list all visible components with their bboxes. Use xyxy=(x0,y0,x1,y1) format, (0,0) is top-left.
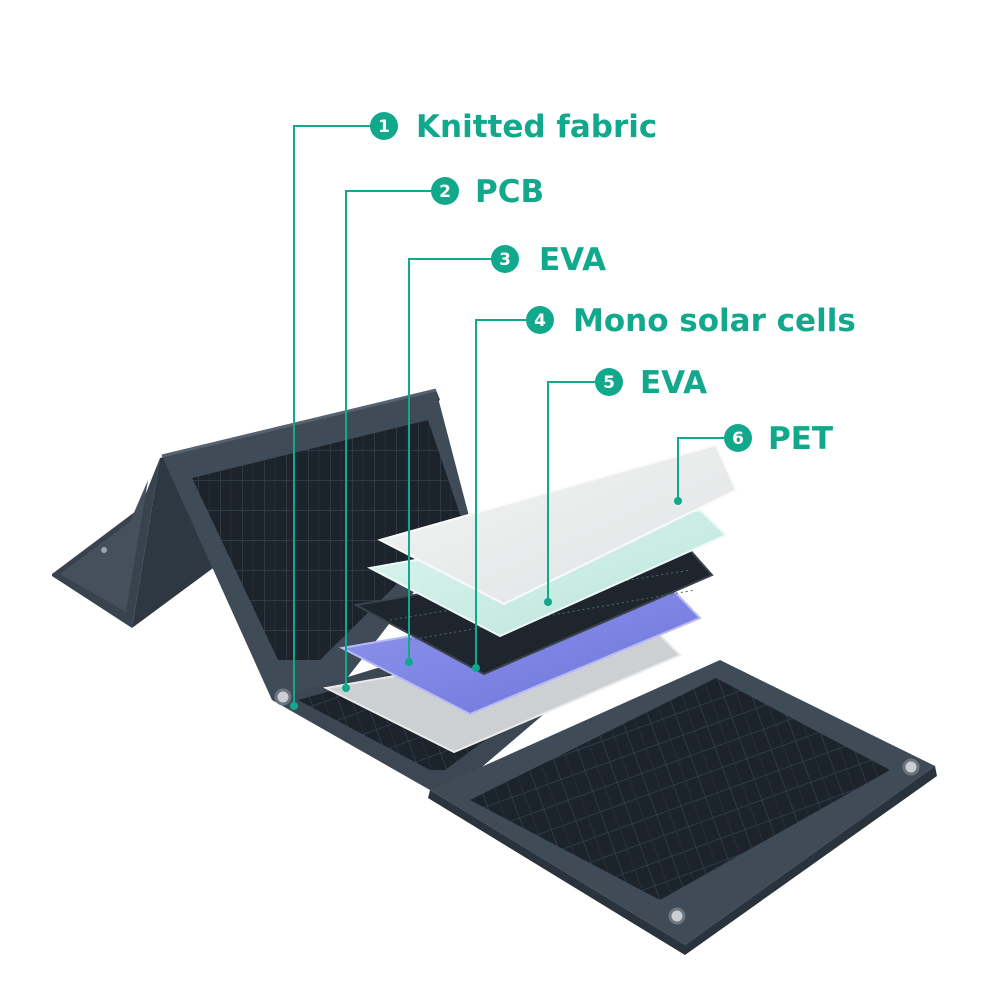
callout-number: 3 xyxy=(499,250,511,270)
grommet xyxy=(668,907,686,925)
callout-2: 2 PCB xyxy=(431,174,544,210)
callout-line-3 xyxy=(408,258,492,662)
callout-number: 2 xyxy=(439,182,451,202)
tent-front-cells xyxy=(192,420,462,660)
callout-number: 4 xyxy=(534,311,546,331)
callout-number: 6 xyxy=(732,429,744,449)
callout-label: EVA xyxy=(640,365,707,401)
front-flat-cells xyxy=(470,678,890,900)
callout-label: PCB xyxy=(475,174,544,210)
callout-6: 6 PET xyxy=(724,421,833,457)
callout-number-badge xyxy=(431,177,459,205)
grommet xyxy=(274,688,292,706)
back-flap-inner xyxy=(60,480,148,612)
callout-number-badge xyxy=(595,368,623,396)
callout-label: Knitted fabric xyxy=(416,109,657,145)
callout-number-badge xyxy=(370,112,398,140)
callout-line-1 xyxy=(293,125,371,706)
callout-label: PET xyxy=(768,421,833,457)
callout-line-5 xyxy=(547,381,596,602)
callout-3: 3 EVA xyxy=(491,242,606,278)
callout-line-6 xyxy=(677,437,724,501)
callout-5: 5 EVA xyxy=(595,365,707,401)
callout-number: 1 xyxy=(378,117,390,137)
callout-number-badge xyxy=(526,306,554,334)
callout-number: 5 xyxy=(603,373,615,393)
callout-line-2 xyxy=(345,190,432,688)
callout-lines xyxy=(293,125,724,706)
callout-line-4 xyxy=(475,319,526,668)
callout-4: 4 Mono solar cells xyxy=(526,303,856,339)
callout-1: 1 Knitted fabric xyxy=(370,109,657,145)
grommet xyxy=(902,758,920,776)
layer-pet xyxy=(377,443,738,606)
callout-number-badge xyxy=(491,245,519,273)
callout-label: Mono solar cells xyxy=(573,303,856,339)
callout-number-badge xyxy=(724,424,752,452)
callout-dots xyxy=(290,497,682,710)
callout-label: EVA xyxy=(539,242,606,278)
